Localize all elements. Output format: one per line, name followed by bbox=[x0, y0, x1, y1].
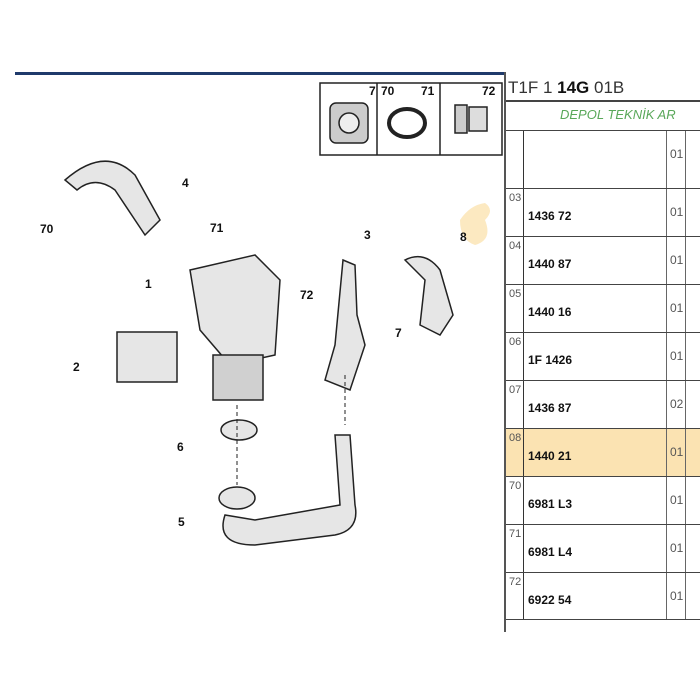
qty-cell: 01 bbox=[666, 573, 686, 619]
part-cell: 1440 16 bbox=[528, 305, 572, 319]
table-row[interactable]: 70 6981 L3 01 bbox=[506, 476, 700, 524]
table-row[interactable]: 71 6981 L4 01 bbox=[506, 524, 700, 572]
qty-cell: 01 bbox=[666, 333, 686, 380]
table-row-selected[interactable]: 08 1440 21 01 bbox=[506, 428, 700, 476]
parts-diagram: 7 70 71 72 70 4 71 3 8 1 72 7 2 6 5 bbox=[40, 82, 503, 546]
qty-cell: 01 bbox=[666, 189, 686, 236]
qty-cell: 01 bbox=[666, 285, 686, 332]
part-cell: 6922 54 bbox=[528, 593, 572, 607]
qty-cell: 01 bbox=[666, 525, 686, 572]
label-7: 7 bbox=[395, 326, 402, 340]
label-1: 1 bbox=[145, 277, 152, 291]
qty-cell: 02 bbox=[666, 381, 686, 428]
part-cell: 1F 1426 bbox=[528, 353, 573, 367]
parts-drawing bbox=[63, 160, 454, 546]
label-3: 3 bbox=[364, 228, 371, 242]
ref-cell: 07 bbox=[506, 381, 524, 428]
qty-cell: 01 bbox=[666, 237, 686, 284]
banner-text: DEPOL TEKNİK AR bbox=[560, 107, 676, 122]
table-row[interactable]: 03 1436 72 01 bbox=[506, 188, 700, 236]
label-4: 4 bbox=[182, 176, 189, 190]
ref-cell bbox=[506, 131, 524, 188]
label-72: 72 bbox=[300, 288, 314, 302]
ref-cell: 08 bbox=[506, 429, 524, 476]
ref-group: 14G bbox=[557, 78, 590, 97]
ref-cell: 71 bbox=[506, 525, 524, 572]
box-label-7: 7 bbox=[369, 84, 376, 98]
box-label-70: 70 bbox=[381, 84, 395, 98]
ref-suffix: 01B bbox=[594, 78, 625, 97]
ref-cell: 03 bbox=[506, 189, 524, 236]
label-71: 71 bbox=[210, 221, 224, 235]
part-cell: 6981 L3 bbox=[528, 497, 573, 511]
ref-prefix: T1F 1 bbox=[508, 78, 553, 97]
table-row[interactable]: 06 1F 1426 01 bbox=[506, 332, 700, 380]
label-70: 70 bbox=[40, 222, 54, 236]
table-row[interactable]: 07 1436 87 02 bbox=[506, 380, 700, 428]
label-6: 6 bbox=[177, 440, 184, 454]
ref-cell: 06 bbox=[506, 333, 524, 380]
label-5: 5 bbox=[178, 515, 185, 529]
divider bbox=[504, 72, 506, 632]
label-2: 2 bbox=[73, 360, 80, 374]
qty-cell: 01 bbox=[666, 477, 686, 524]
part-cell: 6981 L4 bbox=[528, 545, 573, 559]
part-cell: 1436 72 bbox=[528, 209, 572, 223]
ref-cell: 72 bbox=[506, 573, 524, 619]
hardware-box bbox=[319, 82, 503, 156]
table-row[interactable]: 04 1440 87 01 bbox=[506, 236, 700, 284]
part-cell: 1436 87 bbox=[528, 401, 572, 415]
label-8: 8 bbox=[460, 230, 467, 244]
box-label-71: 71 bbox=[421, 84, 435, 98]
divider bbox=[506, 100, 700, 102]
qty-cell: 01 bbox=[666, 429, 686, 476]
part-cell: 1440 21 bbox=[528, 449, 572, 463]
top-bar bbox=[15, 72, 505, 75]
box-label-72: 72 bbox=[482, 84, 496, 98]
qty-cell: 01 bbox=[666, 131, 686, 188]
ref-cell: 70 bbox=[506, 477, 524, 524]
table-row[interactable]: 01 bbox=[506, 130, 700, 188]
ref-cell: 05 bbox=[506, 285, 524, 332]
catalog-reference: T1F 1 14G 01B bbox=[508, 78, 624, 98]
table-row[interactable]: 05 1440 16 01 bbox=[506, 284, 700, 332]
ref-cell: 04 bbox=[506, 237, 524, 284]
part-cell: 1440 87 bbox=[528, 257, 572, 271]
table-row[interactable]: 72 6922 54 01 bbox=[506, 572, 700, 620]
